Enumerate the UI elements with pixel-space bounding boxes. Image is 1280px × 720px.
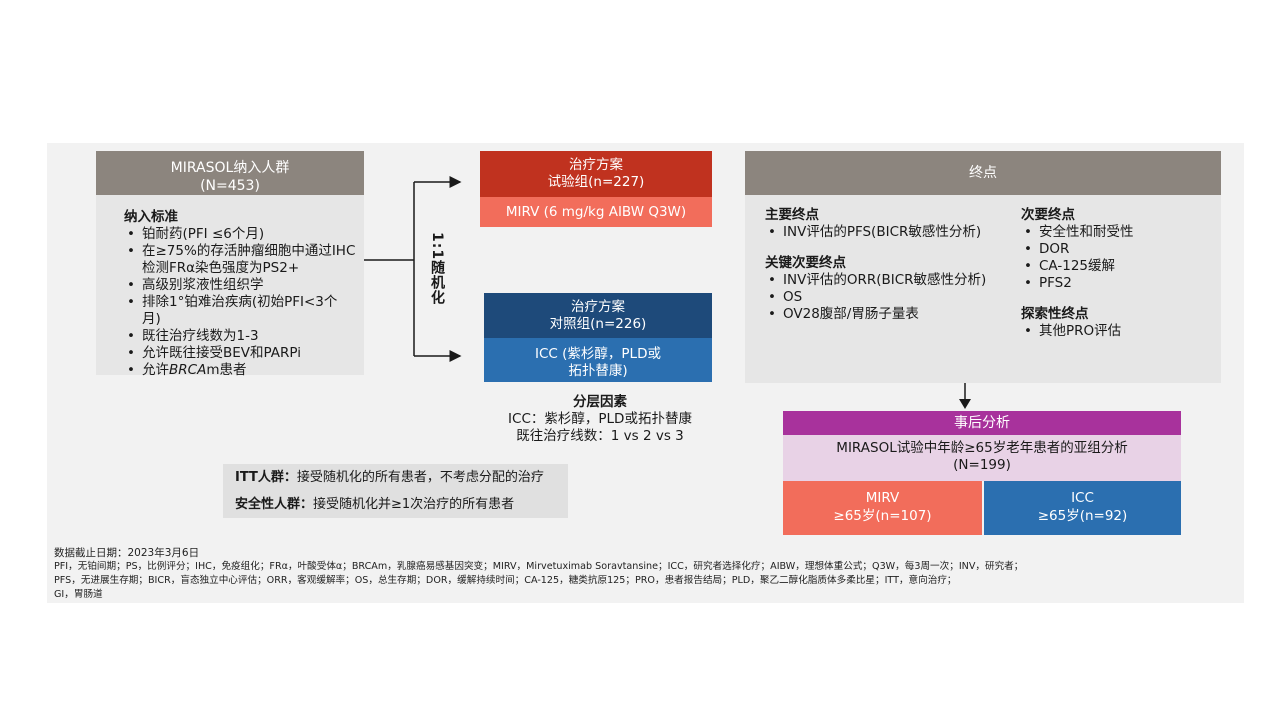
itt-definition: ITT人群：接受随机化的所有患者，不考虑分配的治疗 <box>223 464 568 492</box>
brca-italic: BRCA <box>169 362 207 378</box>
randomization-arrows <box>364 176 462 362</box>
endpoints-header: 终点 <box>745 151 1221 195</box>
posthoc-icc-box: ICC ≥65岁(n=92) <box>984 481 1181 535</box>
key-secondary-item: INV评估的ORR(BICR敏感性分析) <box>765 272 1010 289</box>
safety-definition: 安全性人群：接受随机化并≥1次治疗的所有患者 <box>223 492 568 518</box>
posthoc-mirv-label: MIRV <box>865 490 900 506</box>
exploratory-item: 其他PRO评估 <box>1021 323 1211 340</box>
footer-line1: PFI，无铂间期；PS，比例评分；IHC，免疫组化；FRα，叶酸受体α；BRCA… <box>54 561 1024 572</box>
experimental-regimen: MIRV (6 mg/kg AIBW Q3W) <box>480 197 712 227</box>
safety-text: 接受随机化并≥1次治疗的所有患者 <box>313 497 515 512</box>
footer-line3: GI，胃肠道 <box>54 589 103 600</box>
secondary-endpoint-title: 次要终点 <box>1021 207 1075 223</box>
endpoints-right-col: 次要终点 安全性和耐受性 DOR CA-125缓解 PFS2 探索性终点 其他P… <box>1021 207 1211 340</box>
exploratory-list: 其他PRO评估 <box>1021 323 1211 340</box>
primary-endpoint-list: INV评估的PFS(BICR敏感性分析) <box>765 224 1010 241</box>
brca-prefix: 允许 <box>142 362 169 378</box>
criteria-item: 既往治疗线数为1-3 <box>124 328 356 345</box>
key-secondary-item: OS <box>765 289 1010 306</box>
experimental-title: 治疗方案 <box>569 157 623 173</box>
key-secondary-title: 关键次要终点 <box>765 255 846 271</box>
posthoc-icc-n: ≥65岁(n=92) <box>1037 508 1128 524</box>
stratification: 分层因素 ICC：紫杉醇，PLD或拓扑替康 既往治疗线数：1 vs 2 vs 3 <box>470 394 730 445</box>
population-body: 纳入标准 铂耐药(PFI ≤6个月) 在≥75%的存活肿瘤细胞中通过IHC检测F… <box>96 195 364 379</box>
posthoc-icc-label: ICC <box>1071 490 1094 506</box>
stratification-line2: 既往治疗线数：1 vs 2 vs 3 <box>516 428 684 444</box>
safety-label: 安全性人群： <box>235 497 314 512</box>
randomization-label: 1:1随机化 <box>429 232 445 306</box>
stratification-title: 分层因素 <box>573 394 627 410</box>
criteria-item-brca: 允许BRCAm患者 <box>124 362 356 379</box>
population-title: MIRASOL纳入人群 <box>170 160 290 176</box>
experimental-header: 治疗方案 试验组(n=227) <box>480 151 712 197</box>
control-group: 对照组(n=226) <box>549 316 647 332</box>
posthoc-arrow <box>959 383 971 409</box>
key-secondary-item: OV28腹部/胃肠子量表 <box>765 306 1010 323</box>
criteria-title: 纳入标准 <box>124 209 178 225</box>
endpoints-left-col: 主要终点 INV评估的PFS(BICR敏感性分析) 关键次要终点 INV评估的O… <box>765 207 1010 323</box>
criteria-item: 铂耐药(PFI ≤6个月) <box>124 226 356 243</box>
posthoc-header: 事后分析 <box>783 411 1181 435</box>
posthoc-subtitle-box: MIRASOL试验中年龄≥65岁老年患者的亚组分析 (N=199) <box>783 435 1181 481</box>
criteria-item: 允许既往接受BEV和PARPi <box>124 345 356 362</box>
control-regimen-line2: 拓扑替康) <box>568 363 628 379</box>
secondary-endpoint-item: PFS2 <box>1021 275 1211 292</box>
itt-label: ITT人群： <box>235 470 297 485</box>
control-header: 治疗方案 对照组(n=226) <box>484 293 712 338</box>
posthoc-subtitle: MIRASOL试验中年龄≥65岁老年患者的亚组分析 <box>836 440 1128 456</box>
primary-endpoint-title: 主要终点 <box>765 207 819 223</box>
footer-line2: PFS，无进展生存期；BICR，盲态独立中心评估；ORR，客观缓解率；OS，总生… <box>54 575 957 586</box>
footer: 数据截止日期：2023年3月6日 PFI，无铂间期；PS，比例评分；IHC，免疫… <box>54 546 1240 602</box>
itt-text: 接受随机化的所有患者，不考虑分配的治疗 <box>296 470 544 485</box>
key-secondary-list: INV评估的ORR(BICR敏感性分析) OS OV28腹部/胃肠子量表 <box>765 272 1010 323</box>
secondary-endpoint-list: 安全性和耐受性 DOR CA-125缓解 PFS2 <box>1021 224 1211 292</box>
primary-endpoint-item: INV评估的PFS(BICR敏感性分析) <box>765 224 1010 241</box>
secondary-endpoint-item: CA-125缓解 <box>1021 258 1211 275</box>
posthoc-n: (N=199) <box>953 457 1011 473</box>
control-title: 治疗方案 <box>571 299 625 315</box>
control-regimen-line1: ICC (紫杉醇，PLD或 <box>535 346 661 362</box>
exploratory-title: 探索性终点 <box>1021 306 1089 322</box>
population-n: (N=453) <box>200 178 260 194</box>
criteria-item: 排除1°铂难治疾病(初始PFI<3个月) <box>124 294 356 328</box>
criteria-item: 高级别浆液性组织学 <box>124 277 356 294</box>
brca-suffix: m患者 <box>206 362 247 378</box>
secondary-endpoint-item: DOR <box>1021 241 1211 258</box>
endpoints-body: 主要终点 INV评估的PFS(BICR敏感性分析) 关键次要终点 INV评估的O… <box>745 195 1221 383</box>
experimental-group: 试验组(n=227) <box>547 174 645 190</box>
criteria-item: 在≥75%的存活肿瘤细胞中通过IHC检测FRα染色强度为PS2+ <box>124 243 356 277</box>
posthoc-mirv-box: MIRV ≥65岁(n=107) <box>783 481 982 535</box>
population-header: MIRASOL纳入人群 (N=453) <box>96 151 364 195</box>
criteria-list: 铂耐药(PFI ≤6个月) 在≥75%的存活肿瘤细胞中通过IHC检测FRα染色强… <box>124 226 356 379</box>
footer-cutoff: 数据截止日期：2023年3月6日 <box>54 547 200 559</box>
stratification-line1: ICC：紫杉醇，PLD或拓扑替康 <box>508 411 692 427</box>
control-regimen: ICC (紫杉醇，PLD或 拓扑替康) <box>484 338 712 382</box>
secondary-endpoint-item: 安全性和耐受性 <box>1021 224 1211 241</box>
posthoc-mirv-n: ≥65岁(n=107) <box>833 508 932 524</box>
